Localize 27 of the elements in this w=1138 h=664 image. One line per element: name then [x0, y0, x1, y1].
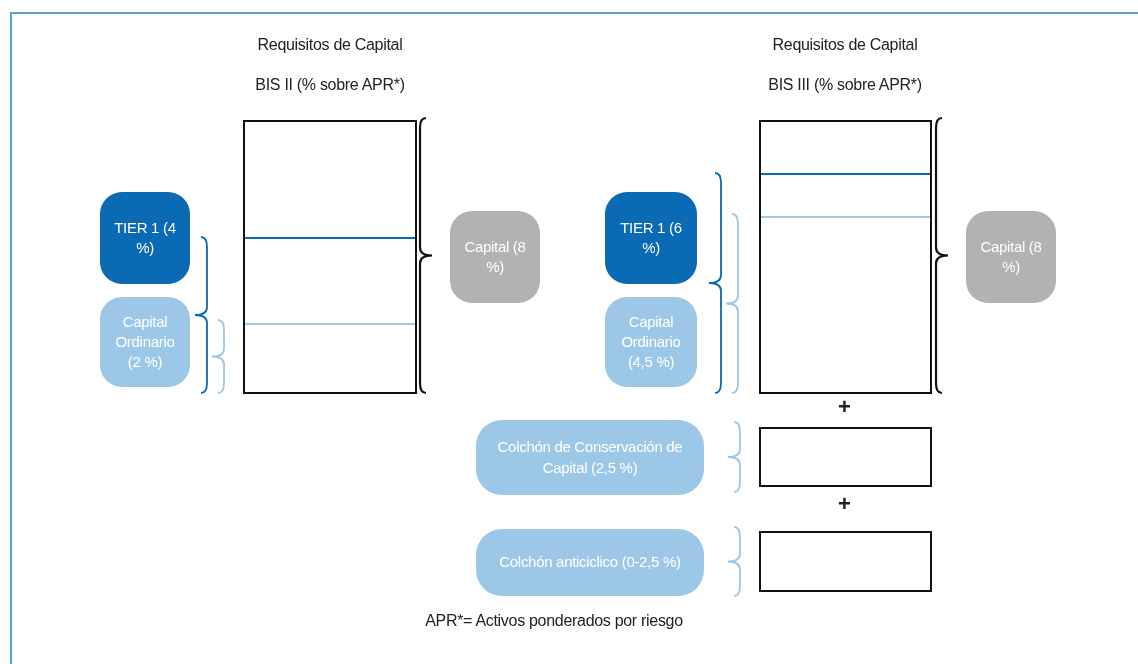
- column-heading: BIS II (% sobre APR*): [255, 76, 405, 94]
- column-heading: Requisitos de Capital: [257, 36, 403, 54]
- column-heading: Requisitos de Capital: [772, 36, 918, 54]
- capital-box: [759, 531, 932, 592]
- label-text: Capital Ordinario (4,5 %): [620, 311, 682, 373]
- label-text: Colchón anticiclico (0-2,5 %): [499, 552, 681, 573]
- rounded-label: [476, 420, 704, 495]
- rounded-label: [476, 529, 704, 596]
- plus-sign: +: [838, 396, 851, 418]
- label-text: Capital (8 %): [979, 236, 1043, 277]
- label-text: TIER 1 (6 %): [619, 217, 683, 258]
- plus-sign: +: [838, 493, 851, 515]
- rounded-label: [605, 192, 697, 284]
- footnote: APR*= Activos ponderados por riesgo: [425, 612, 683, 630]
- label-text: Capital Ordinario (2 %): [114, 311, 176, 373]
- label-text: Colchón de Conservación de Capital (2,5 %): [496, 437, 684, 478]
- rounded-label: [966, 211, 1056, 303]
- rounded-label: [605, 297, 697, 387]
- label-text: TIER 1 (4 %): [113, 217, 177, 258]
- rounded-label: [450, 211, 540, 303]
- label-text: Capital (8 %): [463, 236, 527, 277]
- capital-box: [759, 427, 932, 487]
- rounded-label: [100, 192, 190, 284]
- capital-box: [759, 120, 932, 394]
- capital-box: [243, 120, 417, 394]
- rounded-label: [100, 297, 190, 387]
- column-heading: BIS III (% sobre APR*): [768, 76, 922, 94]
